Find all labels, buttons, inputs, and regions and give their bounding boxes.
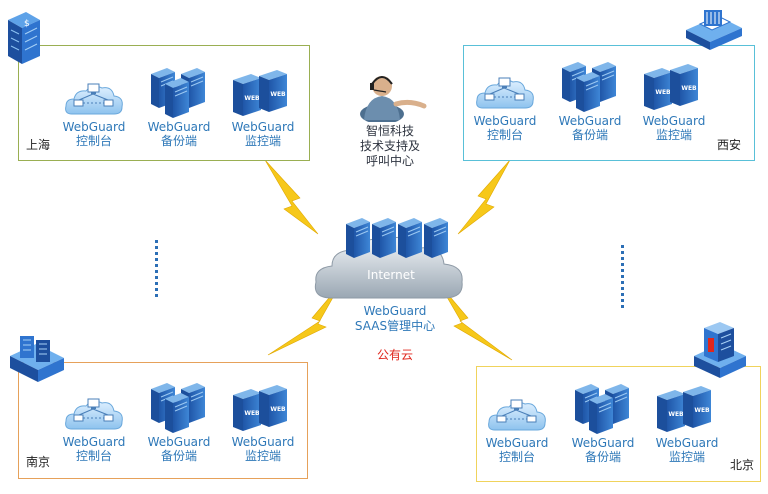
backup-server-icon [150,68,206,118]
node-role: 备份端 [160,134,197,148]
cloud-type-label: 公有云 [376,348,413,362]
server-rack-icon [397,217,423,259]
node-monitor-beijing: WebGuard 监控端 [648,386,726,464]
web-server-icon [644,64,698,110]
node-monitor-xian: WebGuard 监控端 [635,64,713,142]
node-title: WebGuard [571,436,635,450]
backup-server-icon [561,62,617,112]
lightning-icon [267,284,341,356]
support-agent-icon [352,70,432,122]
node-role: 控制台 [498,450,535,464]
node-backup-beijing: WebGuard 备份端 [564,384,642,464]
city-label-xian: 西安 [717,138,742,152]
ellipsis-dots-right [621,245,625,311]
node-role: 监控端 [668,450,705,464]
city-label-shanghai: 上海 [26,138,51,152]
building-icon [690,320,750,382]
node-role: 监控端 [244,449,281,463]
internet-cloud [310,212,470,302]
lightning-icon [264,159,319,235]
console-cloud-icon [476,77,534,109]
console-cloud-icon [65,83,123,115]
node-role: 备份端 [160,449,197,463]
web-server-icon [233,70,287,116]
node-monitor-shanghai: WebGuard 监控端 [224,70,302,148]
node-backup-shanghai: WebGuard 备份端 [140,68,218,148]
node-monitor-nanjing: WebGuard 监控端 [224,385,302,463]
city-label-nanjing: 南京 [26,455,51,469]
backup-server-icon [574,384,630,434]
node-role: 控制台 [486,128,523,142]
center-title: WebGuard [363,304,427,318]
server-rack-icon [423,217,449,259]
svg-text:$: $ [24,19,30,29]
node-title: WebGuard [62,435,126,449]
support-line: 智恒科技 [365,124,414,138]
node-title: WebGuard [231,120,295,134]
support-line: 呼叫中心 [365,154,414,168]
building-icon [6,332,70,384]
node-title: WebGuard [558,114,622,128]
node-role: 备份端 [584,450,621,464]
node-role: 备份端 [571,128,608,142]
internet-label: Internet [367,268,415,282]
node-title: WebGuard [231,435,295,449]
node-title: WebGuard [62,120,126,134]
center-subtitle: SAAS管理中心 [354,319,436,333]
node-console-xian: WebGuard 控制台 [466,64,544,142]
web-server-icon [657,386,711,432]
node-title: WebGuard [147,435,211,449]
server-rack-icon [345,217,371,259]
node-title: WebGuard [473,114,537,128]
node-console-beijing: WebGuard 控制台 [478,386,556,464]
node-role: 监控端 [244,134,281,148]
building-icon: $ [2,6,44,66]
support-line: 技术支持及 [359,139,420,153]
node-title: WebGuard [485,436,549,450]
backup-server-icon [150,383,206,433]
node-console-nanjing: WebGuard 控制台 [55,385,133,463]
node-backup-xian: WebGuard 备份端 [551,62,629,142]
node-role: 控制台 [75,449,112,463]
web-server-icon [233,385,287,431]
building-icon [684,6,744,52]
server-rack-icon [371,217,397,259]
node-role: 监控端 [655,128,692,142]
lightning-icon [439,284,513,361]
node-role: 控制台 [75,134,112,148]
node-console-shanghai: WebGuard 控制台 [55,70,133,148]
ellipsis-dots-left [155,240,159,300]
city-label-beijing: 北京 [730,458,755,472]
node-title: WebGuard [655,436,719,450]
node-backup-nanjing: WebGuard 备份端 [140,383,218,463]
console-cloud-icon [65,398,123,430]
lightning-icon [457,159,511,235]
node-title: WebGuard [147,120,211,134]
console-cloud-icon [488,399,546,431]
node-title: WebGuard [642,114,706,128]
support-center-label: 智恒科技 技术支持及 呼叫中心 [345,124,435,169]
